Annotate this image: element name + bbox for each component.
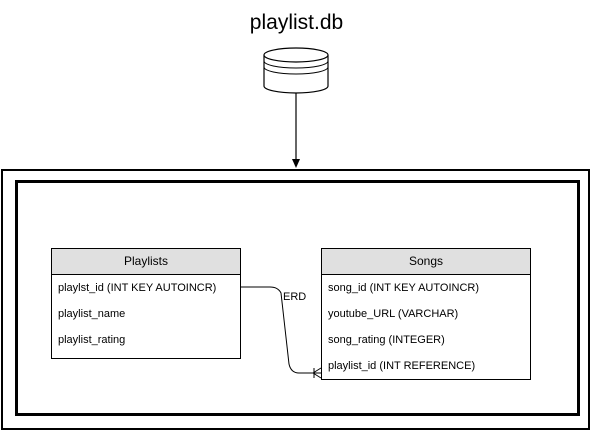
songs-field: playlist_id (INT REFERENCE) [328, 360, 476, 372]
outer-frame [1, 169, 590, 430]
relationship-label: ERD [283, 291, 307, 303]
crows-foot-marker [312, 367, 322, 379]
database-cylinder-icon[interactable] [263, 47, 329, 94]
playlists-table-header: Playlists [52, 249, 240, 275]
db-arrow-head [292, 159, 300, 168]
playlists-field: playlst_id (INT KEY AUTOINCR) [58, 282, 217, 294]
database-title: playlist.db [249, 11, 344, 34]
songs-field: song_id (INT KEY AUTOINCR) [328, 282, 479, 294]
songs-field: song_rating (INTEGER) [328, 334, 445, 346]
songs-table-header: Songs [322, 249, 530, 275]
songs-table[interactable]: Songs song_id (INT KEY AUTOINCR) youtube… [321, 248, 531, 380]
playlists-field: playlist_name [58, 308, 126, 320]
songs-field: youtube_URL (VARCHAR) [328, 308, 459, 320]
inner-frame [15, 180, 580, 416]
playlists-field: playlist_rating [58, 334, 126, 346]
relationship-line [241, 286, 321, 374]
playlists-table[interactable]: Playlists playlst_id (INT KEY AUTOINCR) … [51, 248, 241, 359]
